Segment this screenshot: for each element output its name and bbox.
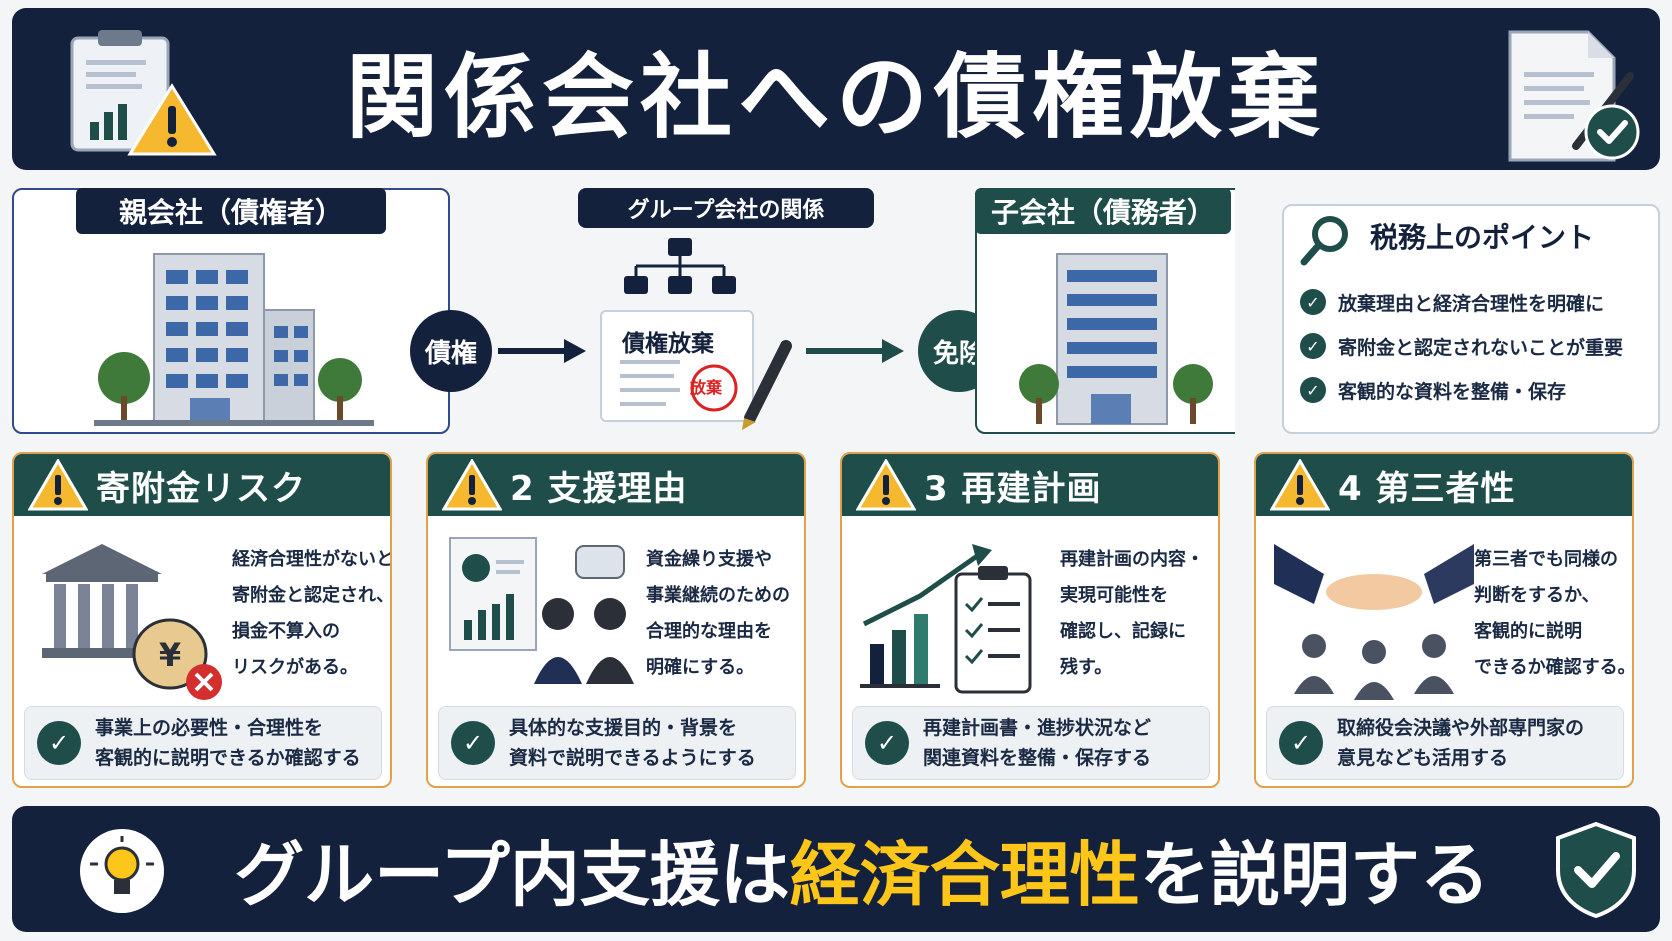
warning-icon [856, 459, 916, 511]
org-chart-icon [624, 238, 736, 294]
arrow-right-icon [806, 339, 904, 363]
waiver-seal: 放棄 [690, 378, 723, 397]
card-footer: ✓ 取締役会決議や外部専門家の意見なども活用する [1266, 706, 1624, 780]
card-third-party: 4 第三者性 第三者でも同様の 判断をするか、 客観的に説明 できるか確認する。… [1254, 452, 1634, 788]
bank-money-icon: ¥ [42, 544, 222, 700]
warning-icon [28, 459, 88, 511]
card-donation-risk: 寄附金リスク ¥ 経済合理性がないと 寄附金と認定され、 損金不算入の リスクが… [12, 452, 392, 788]
bottom-message: グループ内支援は経済合理性を説明する [212, 806, 1512, 932]
lightbulb-icon [80, 829, 164, 913]
svg-text:¥: ¥ [159, 636, 181, 674]
card-header: 2 支援理由 [428, 454, 804, 516]
card-header: 3 再建計画 [842, 454, 1218, 516]
check-icon: ✓ [865, 721, 909, 765]
subsidiary-label: 子会社（債務者） [975, 188, 1231, 234]
card-title: 2 支援理由 [510, 468, 688, 509]
card-title: 寄附金リスク [96, 468, 306, 509]
clipboard-warning-icon [70, 30, 217, 156]
card-footer: ✓ 再建計画書・進捗状況など関連資料を整備・保存する [852, 706, 1210, 780]
check-icon: ✓ [37, 721, 81, 765]
group-relation-label: グループ会社の関係 [578, 188, 874, 228]
title-banner: 関係会社への債権放棄 [12, 8, 1660, 170]
card-restructuring-plan: 3 再建計画 再建計画の内容・ 実現可能性を 確認し、記録に 残す。 ✓ 再建計… [840, 452, 1220, 788]
report-meeting-icon [449, 537, 634, 684]
card-support-reason: 2 支援理由 資金繰り支援や 事業継続のための 合理的な理由を 明確にする。 ✓… [426, 452, 806, 788]
handshake-people-icon [1274, 544, 1474, 700]
subsidiary-building-icon [1019, 253, 1213, 425]
page-title: 関係会社への債権放棄 [345, 43, 1326, 151]
tax-points-list: ✓放棄理由と経済合理性を明確に ✓寄附金と認定されないことが重要 ✓客観的な資料… [1300, 280, 1623, 412]
warning-icon [442, 459, 502, 511]
card-footer: ✓ 具体的な支援目的・背景を資料で説明できるようにする [438, 706, 796, 780]
check-icon: ✓ [1300, 377, 1326, 403]
card-title: 4 第三者性 [1338, 468, 1516, 509]
credit-badge: 債権 [410, 310, 492, 392]
tax-point-item: ✓寄附金と認定されないことが重要 [1300, 324, 1623, 368]
arrow-right-icon [498, 339, 586, 363]
check-icon: ✓ [451, 721, 495, 765]
card-title: 3 再建計画 [924, 468, 1102, 509]
check-icon: ✓ [1300, 289, 1326, 315]
tax-point-item: ✓放棄理由と経済合理性を明確に [1300, 280, 1623, 324]
growth-checklist-icon [860, 544, 1032, 694]
shield-check-icon [1556, 821, 1636, 919]
warning-icon [1270, 459, 1330, 511]
tax-points-title: 税務上のポイント [1370, 221, 1595, 254]
parent-building-icon [94, 253, 374, 426]
document-check-icon [1508, 30, 1640, 162]
waiver-document [600, 310, 754, 422]
card-header: 4 第三者性 [1256, 454, 1632, 516]
bottom-banner: グループ内支援は経済合理性を説明する [12, 806, 1660, 932]
pen-icon [742, 340, 792, 430]
magnifier-icon [1300, 216, 1348, 266]
card-header: 寄附金リスク [14, 454, 390, 516]
parent-company-label: 親会社（債権者） [76, 188, 386, 234]
waiver-document-title: 債権放棄 [622, 331, 714, 357]
card-body: 再建計画の内容・ 実現可能性を 確認し、記録に 残す。 [1060, 549, 1204, 678]
card-body: 経済合理性がないと 寄附金と認定され、 損金不算入の リスクがある。 [232, 549, 392, 678]
card-body: 第三者でも同様の 判断をするか、 客観的に説明 できるか確認する。 [1474, 549, 1634, 678]
check-icon: ✓ [1300, 333, 1326, 359]
check-icon: ✓ [1279, 721, 1323, 765]
tax-point-item: ✓客観的な資料を整備・保存 [1300, 368, 1623, 412]
card-body: 資金繰り支援や 事業継続のための 合理的な理由を 明確にする。 [646, 549, 790, 678]
card-footer: ✓ 事業上の必要性・合理性を客観的に説明できるか確認する [24, 706, 382, 780]
highlight-text: 経済合理性 [789, 833, 1140, 916]
